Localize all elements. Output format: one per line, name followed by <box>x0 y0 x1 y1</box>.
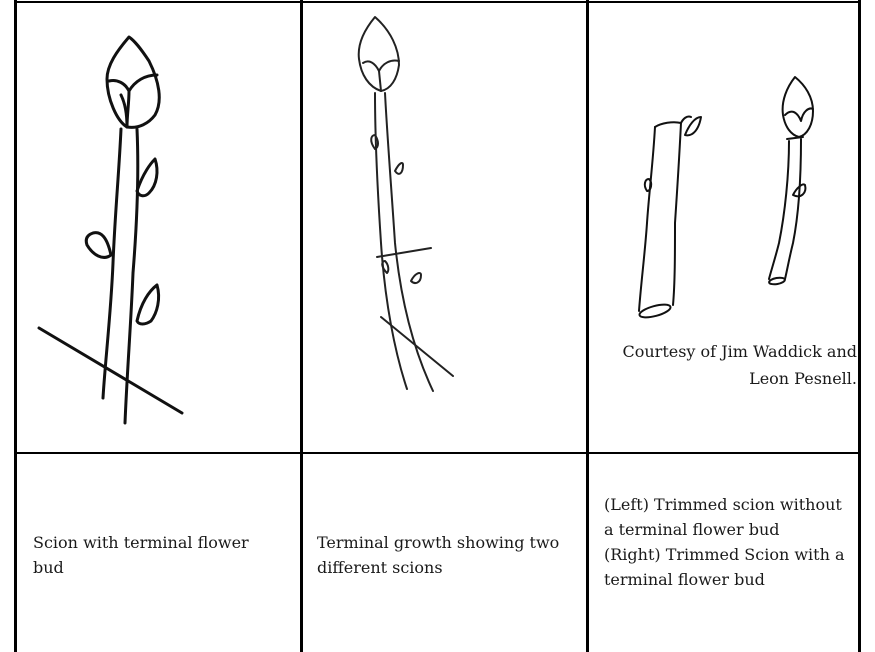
trimmed-scions-drawing <box>589 3 858 338</box>
caption-line: Terminal growth showing two <box>317 530 582 555</box>
caption-scion-terminal-bud: Scion with terminal flower bud <box>33 530 293 580</box>
caption-line: Scion with terminal flower <box>33 530 293 555</box>
caption-line: (Left) Trimmed scion without <box>604 492 856 517</box>
image-credit: Courtesy of Jim Waddick and Leon Pesnell… <box>589 338 857 392</box>
caption-terminal-growth: Terminal growth showing two different sc… <box>317 530 582 580</box>
credit-line: Leon Pesnell. <box>589 365 857 392</box>
caption-line: a terminal flower bud <box>604 517 856 542</box>
caption-line: bud <box>33 555 293 580</box>
credit-line: Courtesy of Jim Waddick and <box>589 338 857 365</box>
caption-trimmed-scions: (Left) Trimmed scion without a terminal … <box>604 492 856 592</box>
table-right-border <box>858 0 861 652</box>
caption-line: different scions <box>317 555 582 580</box>
terminal-growth-two-scions-drawing <box>303 3 586 452</box>
caption-line: (Right) Trimmed Scion with a <box>604 542 856 567</box>
scion-terminal-bud-drawing <box>17 3 300 452</box>
caption-line: terminal flower bud <box>604 567 856 592</box>
table-row-divider <box>15 452 860 454</box>
